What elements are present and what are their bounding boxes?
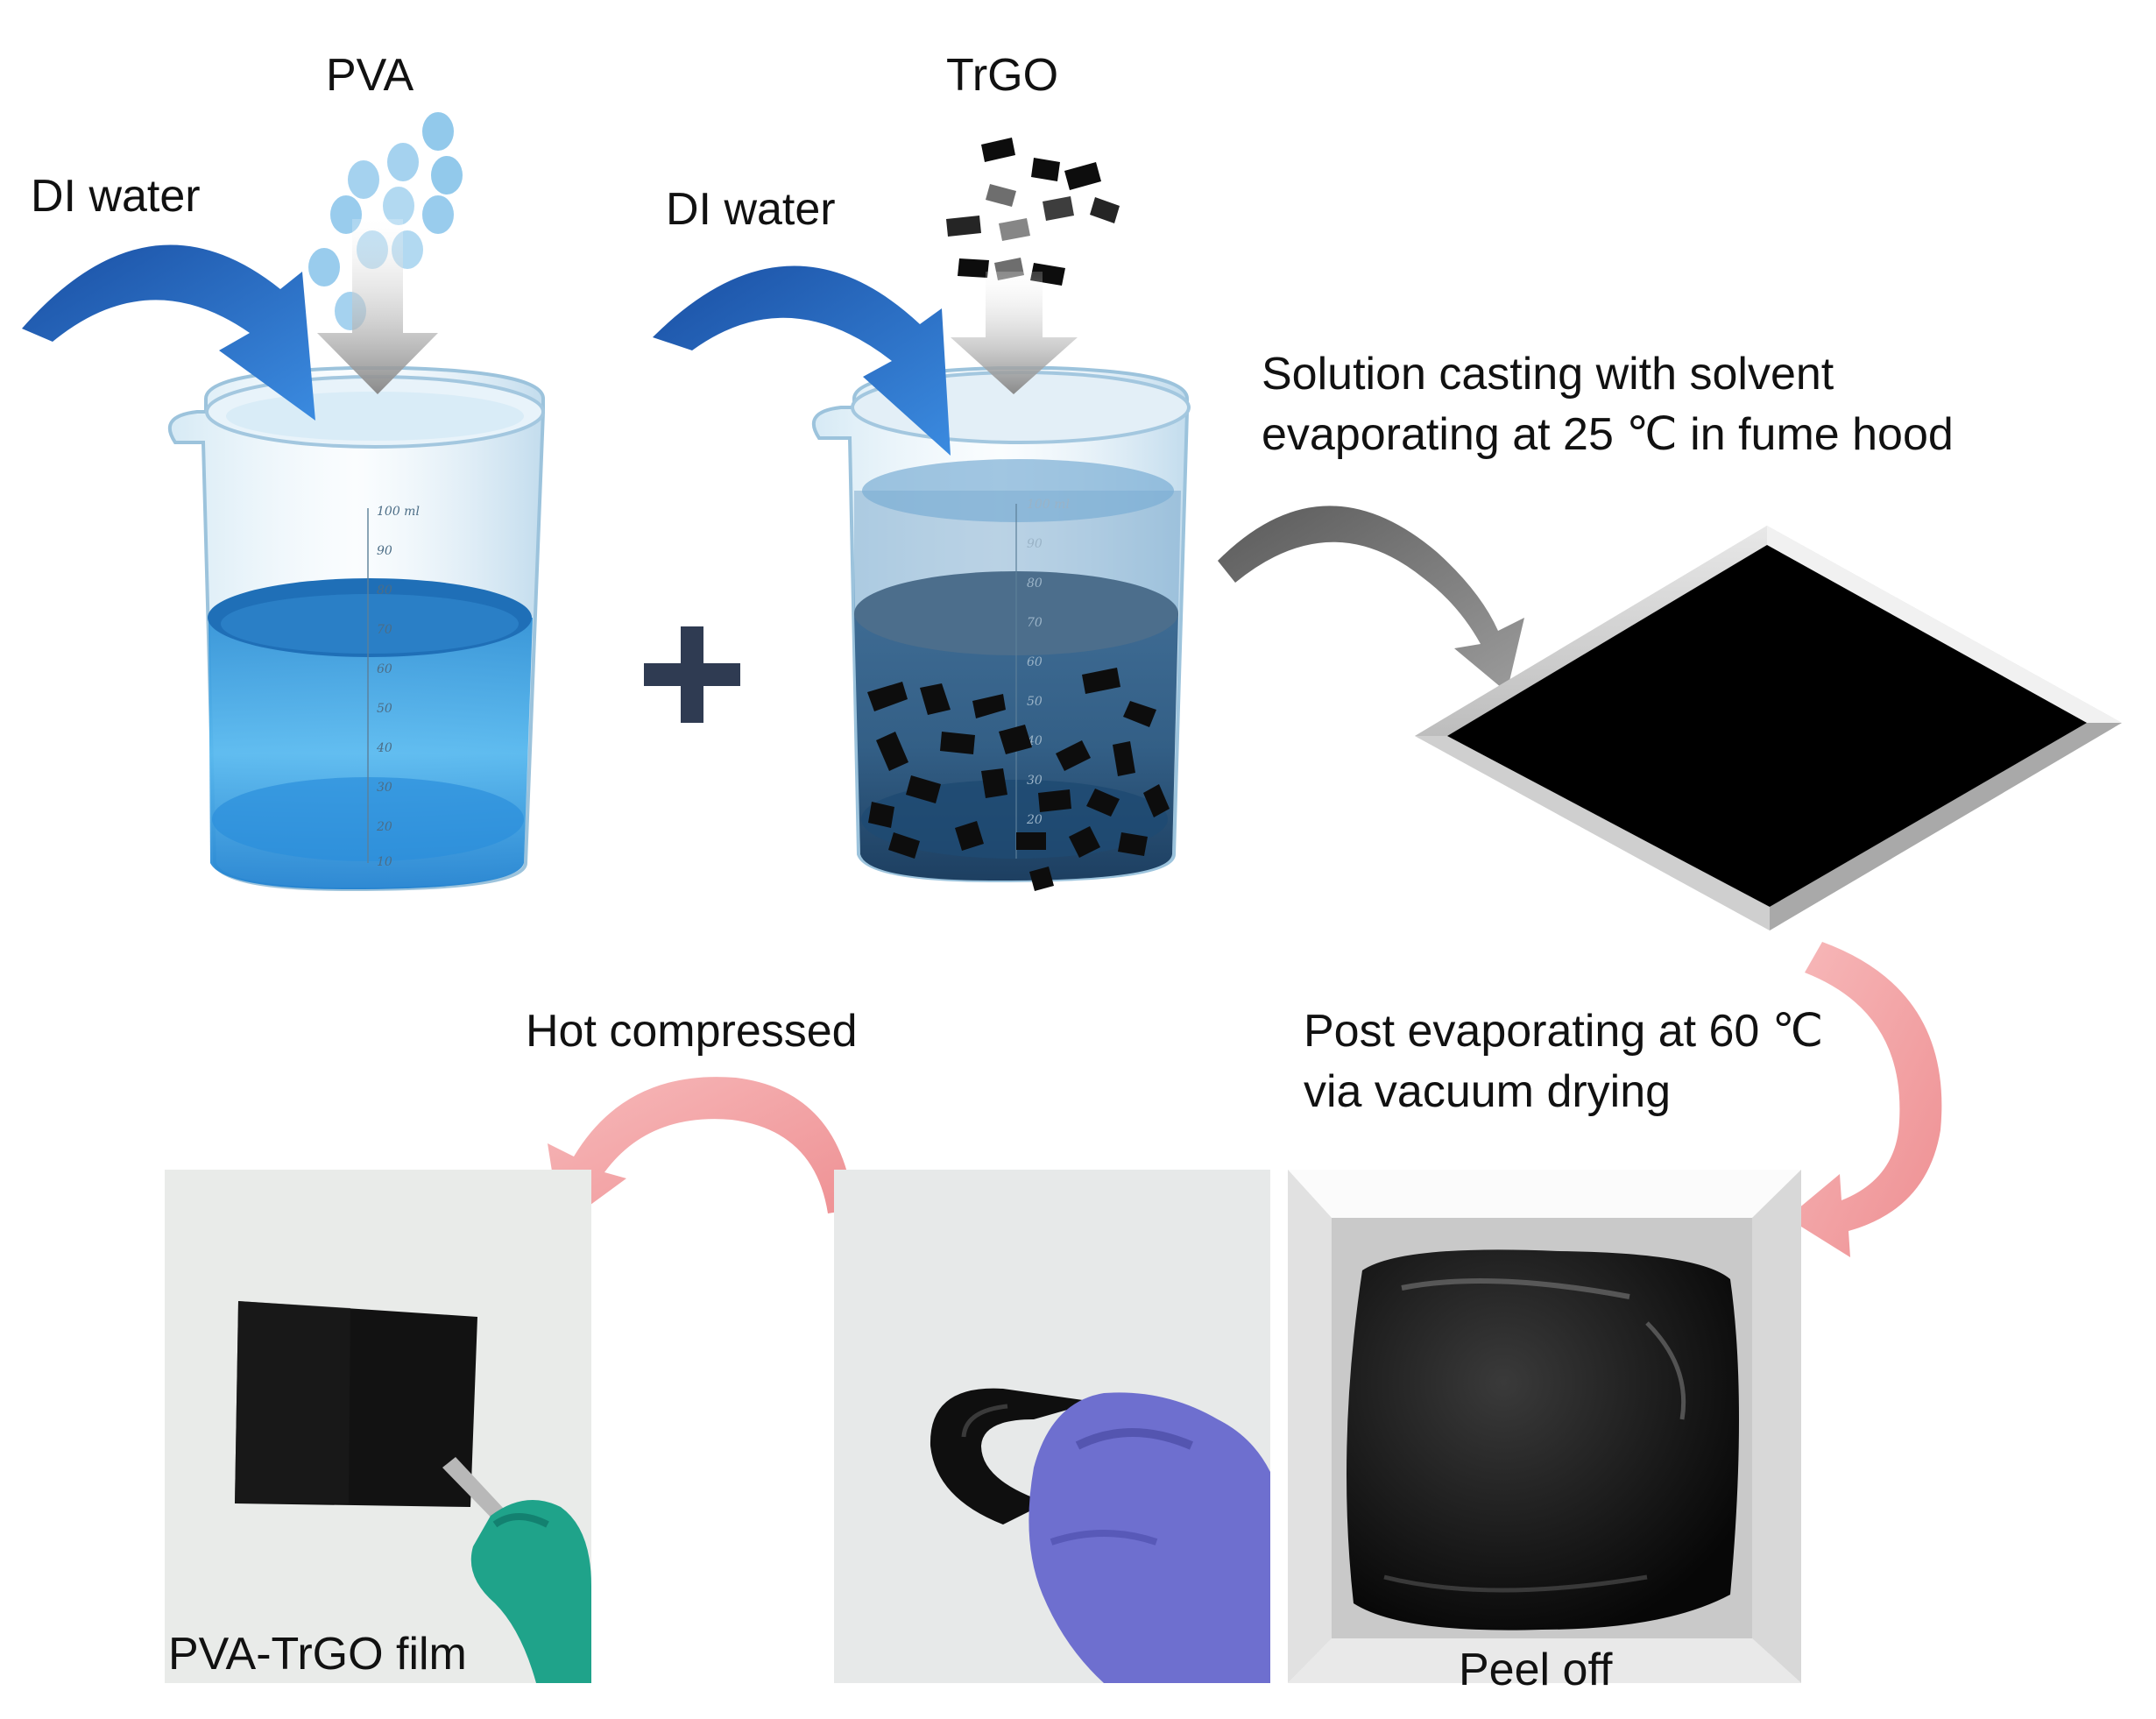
plus-icon [644,626,740,723]
green-glove-hand [470,1500,591,1683]
grey-down-arrow [317,219,438,394]
beaker-pva-scale: 100 ml 90 80 70 60 50 40 30 20 10 [376,505,420,869]
scale-label: 60 [1027,655,1043,669]
photo-flexible-film [834,1170,1270,1683]
label-post-line1: Post evaporating at 60 ℃ [1304,1006,1824,1057]
trgo-flakes-in-beaker [867,668,1170,891]
scale-label: 100 ml [1027,498,1070,512]
scale-label: 70 [1027,616,1043,630]
blue-curved-arrow [22,244,315,421]
scale-label: 90 [1027,537,1043,551]
scale-label: 20 [1026,813,1043,827]
label-film-caption: PVA-TrGO film [168,1629,467,1680]
beaker-pva: 100 ml 90 80 70 60 50 40 30 20 10 [167,366,545,892]
photo-peel-off [1288,1170,1801,1683]
beaker-trgo-scale: 100 ml 90 80 70 60 50 40 30 20 [1026,498,1070,827]
black-gel-film [1347,1249,1739,1631]
scale-label: 50 [1027,695,1043,709]
label-peel-caption: Peel off [1459,1645,1613,1695]
scale-label: 70 [377,623,392,637]
label-pva: PVA [326,50,414,101]
label-di-water-1: DI water [31,171,201,222]
label-trgo: TrGO [946,50,1059,101]
photo-pva-trgo-film [165,1170,591,1683]
grey-curved-arrow [1218,506,1524,692]
scale-label: 80 [1027,577,1043,591]
label-post-line2: via vacuum drying [1304,1066,1672,1117]
trgo-flakes-falling [946,138,1120,286]
scale-label: 20 [376,820,392,834]
label-casting-line1: Solution casting with solvent [1262,349,1834,400]
scale-label: 50 [377,702,392,716]
blue-curved-arrow [653,265,951,456]
grey-down-arrow [951,272,1078,394]
label-casting-line2: evaporating at 25 ℃ in fume hood [1262,409,1954,460]
pink-curved-arrow [548,1077,854,1227]
scale-label: 10 [377,855,392,869]
scale-label: 80 [377,584,392,598]
scale-label: 40 [376,741,392,755]
pink-curved-arrow [1787,942,1942,1257]
scale-label: 30 [377,781,392,795]
scale-label: 60 [377,662,392,676]
scale-label: 30 [1027,774,1043,788]
scale-label: 100 ml [377,505,420,519]
scale-label: 90 [377,544,392,558]
casting-mold [1415,526,2122,930]
label-hot-compressed: Hot compressed [526,1006,858,1057]
label-di-water-2: DI water [666,184,836,235]
beaker-trgo: 100 ml 90 80 70 60 50 40 30 20 [811,366,1191,891]
